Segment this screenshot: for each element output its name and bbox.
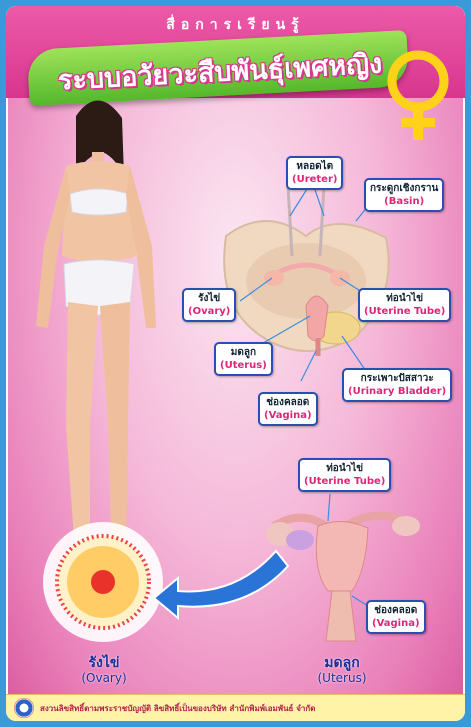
label-uterine-tube-th: ท่อนำไข่	[386, 293, 423, 304]
ovary-cell	[43, 522, 163, 642]
label-basin-th: กระดูกเชิงกราน	[370, 183, 438, 194]
label-uterus: มดลูก (Uterus)	[214, 342, 273, 376]
label-uterine-tube-2-en: (Uterine Tube)	[304, 475, 385, 488]
label-basin-en: (Basin)	[370, 195, 438, 208]
label-ureter-en: (Ureter)	[292, 173, 337, 186]
label-ovary: รังไข่ (Ovary)	[182, 288, 236, 322]
label-bladder-th: กระเพาะปัสสาวะ	[361, 373, 434, 384]
label-ureter: หลอดไต (Ureter)	[286, 156, 343, 190]
caption-ovary-th: รังไข่	[89, 655, 120, 671]
label-ovary-th: รังไข่	[198, 293, 220, 304]
label-uterine-tube-2: ท่อนำไข่ (Uterine Tube)	[298, 458, 391, 492]
caption-ovary: รังไข่ (Ovary)	[62, 656, 146, 686]
label-vagina-th: ช่องคลอด	[266, 397, 309, 408]
label-uterus-th: มดลูก	[231, 347, 256, 358]
caption-uterus-en: (Uterus)	[300, 671, 384, 686]
label-basin: กระดูกเชิงกราน (Basin)	[364, 178, 444, 212]
label-vagina-2-en: (Vagina)	[372, 617, 420, 630]
label-ureter-th: หลอดไต	[296, 161, 333, 172]
label-vagina: ช่องคลอด (Vagina)	[258, 392, 318, 426]
woman-figure	[36, 100, 156, 578]
label-ovary-en: (Ovary)	[188, 305, 230, 318]
label-bladder-en: (Urinary Bladder)	[348, 385, 446, 398]
seal-icon	[14, 698, 34, 718]
label-uterine-tube: ท่อนำไข่ (Uterine Tube)	[358, 288, 451, 322]
label-vagina-2-th: ช่องคลอด	[374, 605, 417, 616]
label-uterus-en: (Uterus)	[220, 359, 267, 372]
caption-uterus: มดลูก (Uterus)	[300, 656, 384, 686]
label-uterine-tube-2-th: ท่อนำไข่	[326, 463, 363, 474]
arrow-icon	[154, 551, 288, 618]
poster: สื่อการเรียนรู้ ระบบอวัยวะสืบพันธุ์เพศหญ…	[6, 6, 465, 721]
footer-text: สงวนลิขสิทธิ์ตามพระราชบัญญัติ ลิขสิทธิ์เ…	[40, 702, 315, 715]
caption-ovary-en: (Ovary)	[62, 671, 146, 686]
label-urinary-bladder: กระเพาะปัสสาวะ (Urinary Bladder)	[342, 368, 452, 402]
caption-uterus-th: มดลูก	[324, 655, 359, 671]
footer: สงวนลิขสิทธิ์ตามพระราชบัญญัติ ลิขสิทธิ์เ…	[6, 694, 465, 721]
label-uterine-tube-en: (Uterine Tube)	[364, 305, 445, 318]
label-vagina-2: ช่องคลอด (Vagina)	[366, 600, 426, 634]
label-vagina-en: (Vagina)	[264, 409, 312, 422]
